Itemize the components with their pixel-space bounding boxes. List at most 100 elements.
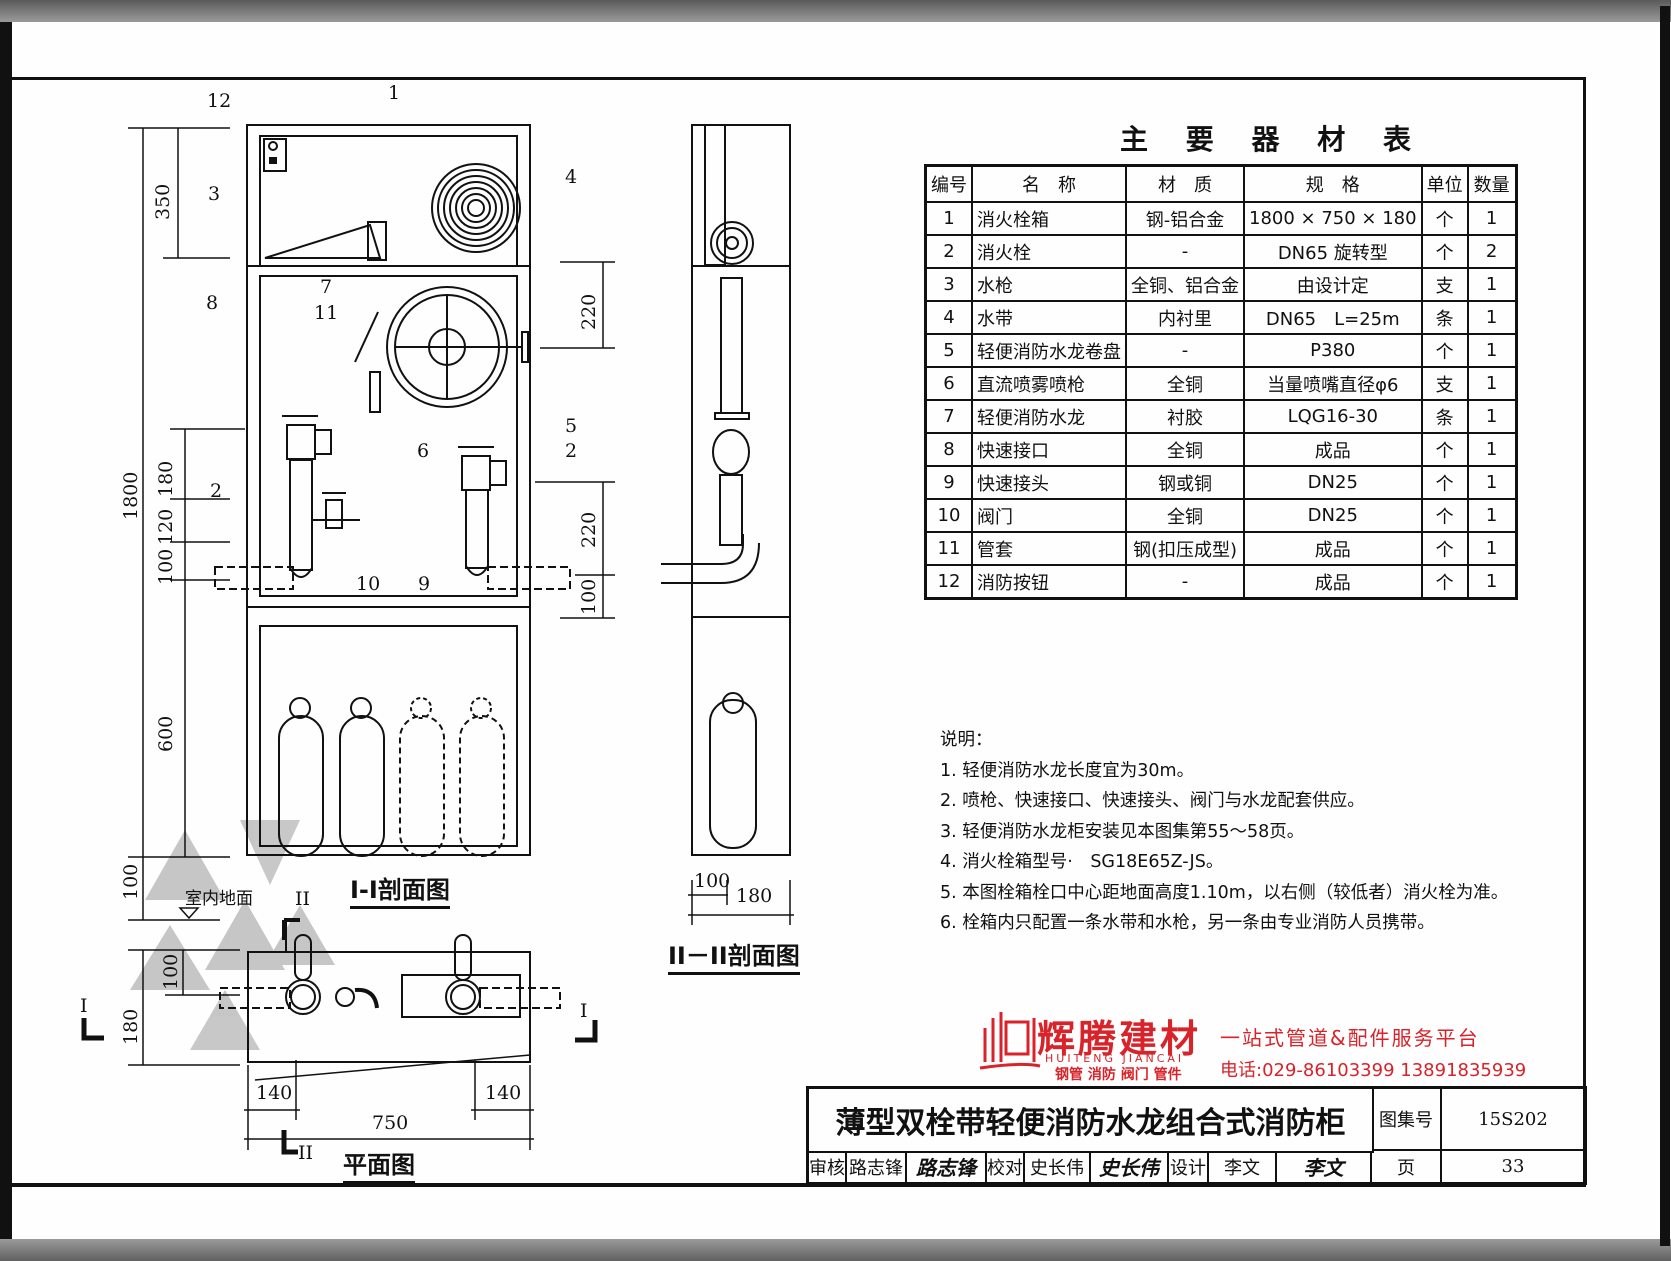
plan-view — [81, 918, 598, 1155]
cell-no: 12 — [924, 564, 973, 600]
pipes — [214, 566, 571, 590]
hose-reel — [386, 286, 529, 408]
cell-spec: LQG16-30 — [1243, 399, 1423, 434]
check-label: 校对 — [987, 1151, 1025, 1182]
cell-qty: 1 — [1466, 465, 1518, 500]
section-2-cabinet — [661, 124, 794, 925]
cell-qty: 1 — [1466, 432, 1518, 467]
right-dimension-lines — [535, 261, 615, 619]
note-item: 4. 消火栓箱型号· SG18E65Z-JS。 — [940, 852, 1224, 872]
header-spec: 规 格 — [1243, 164, 1423, 203]
cell-unit: 个 — [1420, 564, 1469, 600]
header-no: 编号 — [924, 164, 973, 203]
design-label: 设计 — [1169, 1151, 1209, 1182]
note-item: 1. 轻便消防水龙长度宜为30m。 — [940, 760, 1195, 781]
cell-name: 消火栓 — [971, 234, 1127, 269]
cell-material: 钢或铜 — [1125, 465, 1245, 500]
brand-phone: 电话:029-86103399 13891835939 — [1220, 1060, 1527, 1081]
cell-spec: DN25 — [1243, 465, 1423, 500]
note-item: 3. 轻便消防水龙柜安装见本图集第55～58页。 — [940, 821, 1305, 842]
dim-180: 180 — [155, 460, 177, 497]
dim-plan-180: 180 — [120, 1008, 142, 1045]
cell-material: - — [1125, 234, 1245, 269]
extinguishers — [278, 697, 505, 857]
section-mark-ii-bottom: II — [298, 1142, 314, 1164]
callout-2-left: 2 — [210, 480, 223, 502]
cell-name: 水带 — [971, 300, 1127, 335]
dim-120: 120 — [155, 508, 177, 545]
note-item: 2. 喷枪、快速接口、快速接头、阀门与水龙配套供应。 — [940, 791, 1365, 811]
brand-slogan: 一站式管道&配件服务平台 — [1220, 1026, 1480, 1050]
callout-10: 10 — [356, 573, 381, 595]
cell-spec: DN65 旋转型 — [1243, 234, 1423, 269]
dim-600: 600 — [155, 715, 177, 752]
cell-material: 全铜 — [1125, 366, 1245, 401]
page-number: 33 — [1501, 1156, 1525, 1177]
dim-plan-750: 750 — [372, 1112, 409, 1134]
section-2-title: II－II剖面图 — [668, 936, 800, 975]
dim-100-right: 100 — [578, 578, 600, 615]
hydrant-right — [458, 446, 507, 576]
cell-no: 11 — [924, 531, 973, 566]
cell-name: 轻便消防水龙 — [971, 399, 1127, 434]
scan-shadow-bottom — [0, 1239, 1671, 1261]
note-item: 6. 栓箱内只配置一条水带和水枪，另一条由专业消防人员携带。 — [940, 913, 1435, 933]
header-material: 材 质 — [1125, 164, 1245, 203]
dim-plan-140-left: 140 — [256, 1082, 293, 1104]
table-header-row: 编号 名 称 材 质 规 格 单位 数量 — [924, 164, 1518, 203]
drawing-frame — [12, 77, 1586, 1187]
scan-right-edge — [1660, 6, 1670, 1246]
cell-material: 钢(扣压成型) — [1125, 531, 1245, 566]
drawing-title: 薄型双栓带轻便消防水龙组合式消防柜 — [809, 1089, 1374, 1153]
hydrant-left — [282, 415, 332, 578]
cell-unit: 支 — [1420, 267, 1469, 302]
checker-signature: 史长伟 — [1091, 1151, 1169, 1182]
cell-unit: 条 — [1420, 399, 1469, 434]
cell-unit: 个 — [1420, 498, 1469, 533]
cell-qty: 1 — [1466, 333, 1518, 368]
cell-unit: 个 — [1420, 234, 1469, 269]
cell-qty: 1 — [1466, 399, 1518, 434]
dim-1800: 1800 — [120, 471, 142, 520]
cell-spec: 1800 × 750 × 180 — [1243, 201, 1423, 236]
left-dimension-lines — [128, 127, 245, 921]
cell-spec: DN65 L=25m — [1243, 300, 1423, 335]
header-unit: 单位 — [1420, 164, 1469, 203]
callout-3: 3 — [208, 183, 221, 205]
checker-name: 史长伟 — [1025, 1151, 1091, 1182]
callout-12: 12 — [207, 90, 232, 112]
cell-name: 直流喷雾喷枪 — [971, 366, 1127, 401]
cell-qty: 2 — [1466, 234, 1518, 269]
callout-11: 11 — [314, 302, 339, 324]
cell-no: 1 — [924, 201, 973, 236]
cell-material: 全铜、铝合金 — [1125, 267, 1245, 302]
cell-spec: 当量喷嘴直径φ6 — [1243, 366, 1423, 401]
designer-signature: 李文 — [1277, 1151, 1372, 1182]
cell-qty: 1 — [1466, 201, 1518, 236]
cell-name: 消防按钮 — [971, 564, 1127, 600]
table-title: 主 要 器 材 表 — [1120, 123, 1425, 156]
cell-name: 快速接头 — [971, 465, 1127, 500]
scan-shadow-top — [0, 0, 1671, 22]
dim-350: 350 — [152, 183, 174, 220]
cell-qty: 1 — [1466, 564, 1518, 600]
dim-220-top: 220 — [578, 293, 600, 330]
section-1-title: I-I剖面图 — [350, 870, 450, 909]
reviewer-name: 路志锋 — [847, 1151, 907, 1182]
cell-name: 阀门 — [971, 498, 1127, 533]
dim-plan-140-right: 140 — [485, 1082, 522, 1104]
reviewer-signature: 路志锋 — [907, 1151, 987, 1182]
section-mark-i-left: I — [80, 995, 88, 1017]
cell-unit: 个 — [1420, 465, 1469, 500]
cell-material: - — [1125, 333, 1245, 368]
cell-no: 3 — [924, 267, 973, 302]
header-name: 名 称 — [971, 164, 1127, 203]
header-qty: 数量 — [1466, 164, 1518, 203]
callout-1: 1 — [388, 82, 401, 104]
